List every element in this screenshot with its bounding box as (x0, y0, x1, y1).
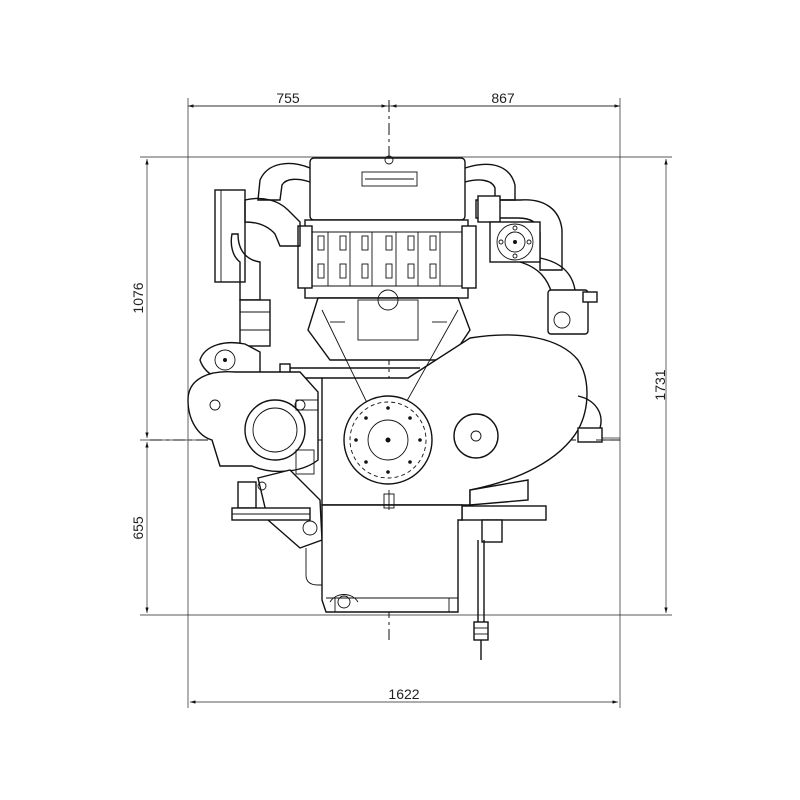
dim-lower-height: 655 (130, 516, 146, 540)
dim-right-width: 867 (491, 90, 515, 106)
engine-outline (187, 155, 610, 660)
dim-total-height: 1731 (652, 369, 668, 400)
dim-left-width: 755 (276, 90, 300, 106)
dim-upper-height: 1076 (130, 282, 146, 313)
dim-total-width: 1622 (388, 686, 419, 702)
